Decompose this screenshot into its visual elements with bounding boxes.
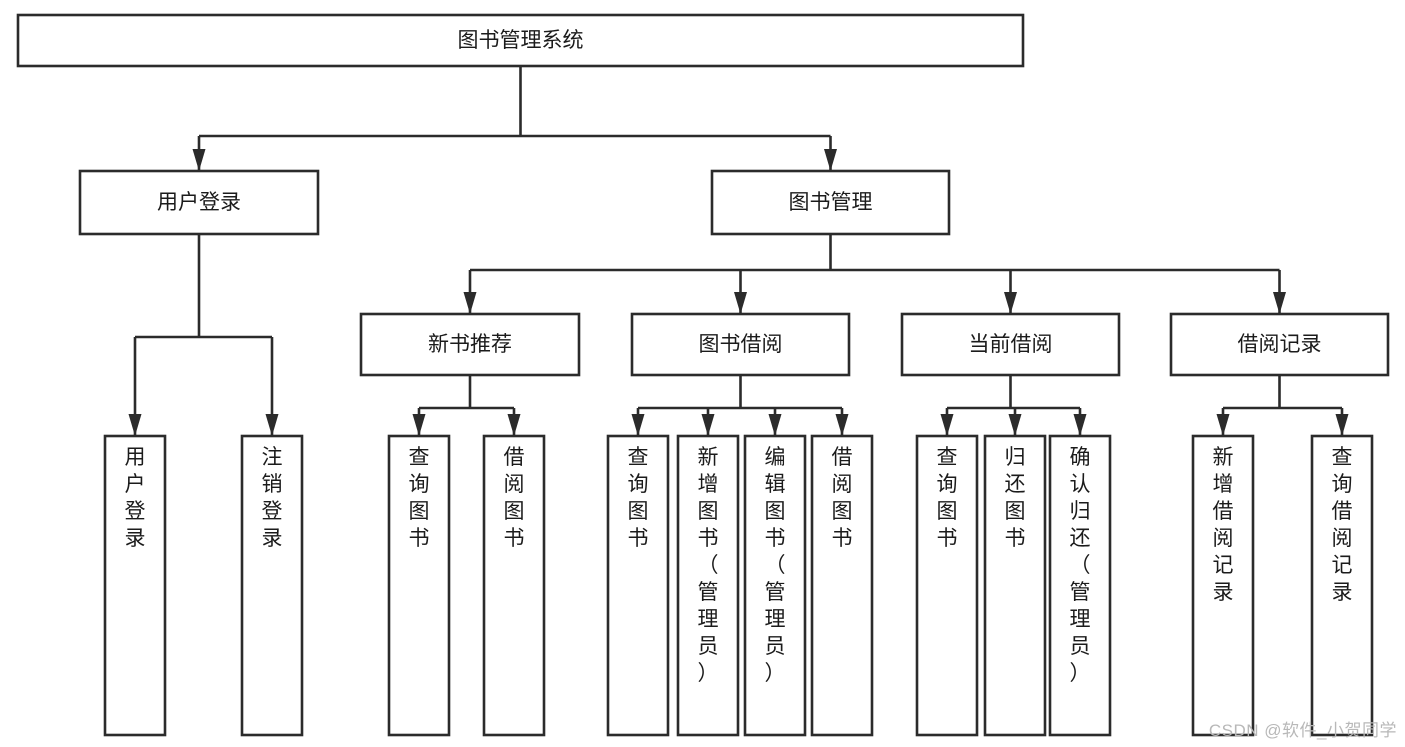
edge-group-book-manage: [463, 234, 1286, 314]
arrow-head-icon: [192, 149, 206, 171]
node-leaf-confirm-return-admin[interactable]: 确认归还（管理员）: [1048, 434, 1112, 737]
node-leaf-user-logout[interactable]: 注销登录: [240, 434, 304, 737]
node-leaf-borrow-book-rec[interactable]: 借阅图书: [482, 434, 546, 737]
node-leaf-return-book[interactable]: 归还图书: [983, 434, 1047, 737]
node-box[interactable]: [915, 434, 979, 737]
edge-group-user-login: [128, 234, 279, 436]
arrow-head-icon: [412, 414, 426, 436]
node-box[interactable]: [606, 434, 670, 737]
node-box[interactable]: [1169, 312, 1390, 377]
node-box[interactable]: [78, 169, 320, 236]
node-box[interactable]: [16, 13, 1025, 68]
node-leaf-add-book-admin[interactable]: 新增图书（管理员）: [676, 434, 740, 737]
node-leaf-edit-book-admin[interactable]: 编辑图书（管理员）: [743, 434, 807, 737]
node-label: 借阅图书: [832, 446, 853, 550]
node-leaf-add-borrow-record[interactable]: 新增借阅记录: [1191, 434, 1255, 737]
arrow-head-icon: [768, 414, 782, 436]
edge-group-book-borrow: [631, 375, 849, 436]
node-label: 新增图书（管理员）: [698, 446, 719, 685]
node-book-manage[interactable]: 图书管理: [710, 169, 951, 236]
node-label: 图书管理: [789, 191, 873, 214]
node-label: 借阅记录: [1238, 333, 1322, 356]
node-box[interactable]: [359, 312, 581, 377]
node-label: 新书推荐: [428, 333, 512, 356]
arrow-head-icon: [701, 414, 715, 436]
node-label: 归还图书: [1005, 446, 1026, 550]
node-label: 当前借阅: [969, 333, 1053, 356]
node-box[interactable]: [630, 312, 851, 377]
node-box[interactable]: [1310, 434, 1374, 737]
arrow-head-icon: [631, 414, 645, 436]
node-book-borrow[interactable]: 图书借阅: [630, 312, 851, 377]
edge-group-borrow-record: [1216, 375, 1349, 436]
node-new-book-recommend[interactable]: 新书推荐: [359, 312, 581, 377]
arrow-head-icon: [1008, 414, 1022, 436]
node-label: 编辑图书（管理员）: [765, 446, 786, 685]
arrow-head-icon: [1004, 292, 1017, 314]
node-leaf-query-book-borrow[interactable]: 查询图书: [606, 434, 670, 737]
node-label: 用户登录: [157, 191, 241, 214]
node-label: 图书借阅: [699, 333, 783, 356]
node-box[interactable]: [482, 434, 546, 737]
node-box[interactable]: [103, 434, 167, 737]
arrow-head-icon: [1073, 414, 1087, 436]
node-leaf-user-login[interactable]: 用户登录: [103, 434, 167, 737]
node-label: 用户登录: [125, 446, 146, 550]
node-user-login[interactable]: 用户登录: [78, 169, 320, 236]
node-label: 查询借阅记录: [1332, 446, 1353, 604]
arrow-head-icon: [1273, 292, 1286, 314]
node-box[interactable]: [240, 434, 304, 737]
arrow-head-icon: [734, 292, 747, 314]
node-label: 查询图书: [409, 446, 430, 550]
node-label: 注销登录: [262, 446, 283, 550]
node-borrow-record[interactable]: 借阅记录: [1169, 312, 1390, 377]
node-box[interactable]: [743, 434, 807, 737]
node-layer: 图书管理系统用户登录图书管理新书推荐图书借阅当前借阅借阅记录用户登录注销登录查询…: [16, 13, 1390, 737]
arrow-head-icon: [824, 149, 837, 171]
node-box[interactable]: [387, 434, 451, 737]
node-leaf-query-book-rec[interactable]: 查询图书: [387, 434, 451, 737]
node-root[interactable]: 图书管理系统: [16, 13, 1025, 68]
node-label: 查询图书: [937, 446, 958, 550]
node-box[interactable]: [983, 434, 1047, 737]
node-label: 确认归还（管理员）: [1070, 446, 1091, 685]
node-current-borrow[interactable]: 当前借阅: [900, 312, 1121, 377]
connector-layer: [128, 66, 1349, 436]
node-label: 借阅图书: [504, 446, 525, 550]
arrow-head-icon: [1216, 414, 1230, 436]
edge-group-new-book-recommend: [412, 375, 521, 436]
arrow-head-icon: [507, 414, 521, 436]
edge-group-current-borrow: [940, 375, 1087, 436]
arrow-head-icon: [265, 414, 279, 436]
node-box[interactable]: [1191, 434, 1255, 737]
arrow-head-icon: [835, 414, 849, 436]
node-box[interactable]: [810, 434, 874, 737]
node-leaf-query-borrow-record[interactable]: 查询借阅记录: [1310, 434, 1374, 737]
node-label: 查询图书: [628, 446, 649, 550]
arrow-head-icon: [128, 414, 142, 436]
edge-group-root: [192, 66, 837, 171]
node-box[interactable]: [710, 169, 951, 236]
arrow-head-icon: [463, 292, 477, 314]
node-box[interactable]: [1048, 434, 1112, 737]
node-leaf-borrow-book[interactable]: 借阅图书: [810, 434, 874, 737]
arrow-head-icon: [940, 414, 954, 436]
arrow-head-icon: [1335, 414, 1349, 436]
node-leaf-query-book-current[interactable]: 查询图书: [915, 434, 979, 737]
node-label: 新增借阅记录: [1213, 446, 1234, 604]
node-box[interactable]: [900, 312, 1121, 377]
node-box[interactable]: [676, 434, 740, 737]
node-label: 图书管理系统: [458, 29, 584, 52]
